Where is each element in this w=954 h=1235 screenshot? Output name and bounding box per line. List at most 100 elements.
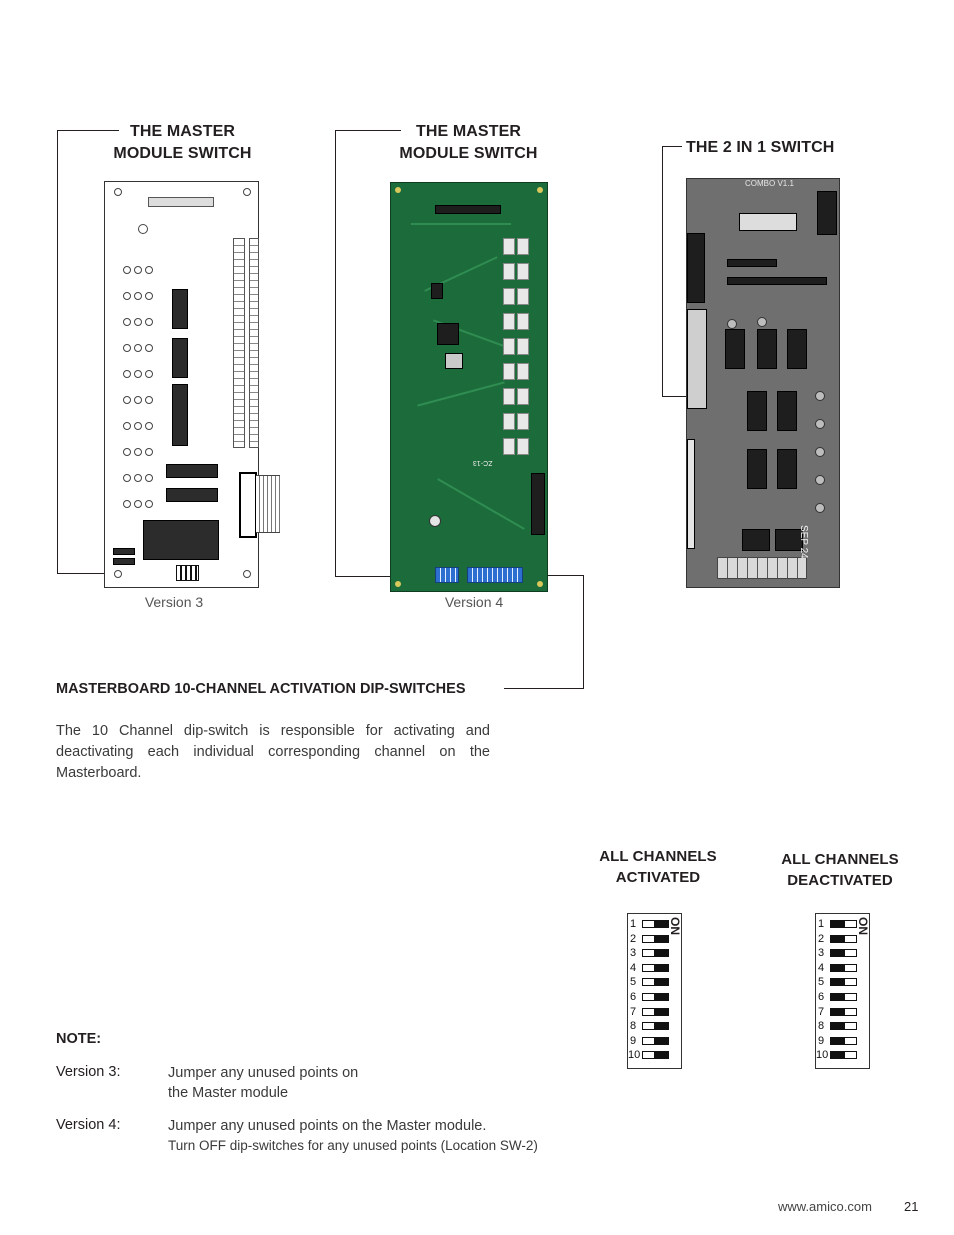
two-in-one-heading: THE 2 IN 1 SWITCH [686, 139, 835, 156]
dip-switch-off [830, 934, 857, 943]
dip-switch-off [830, 978, 857, 987]
dip-switch-sw2 [467, 567, 523, 583]
dip-number: 5 [818, 976, 825, 989]
dip-number: 2 [630, 932, 637, 945]
silkscreen-date: SEP 24 [798, 525, 809, 559]
dip-switch-off [830, 1036, 857, 1045]
dip-switch-off [830, 1051, 857, 1060]
dip-number: 5 [630, 976, 637, 989]
dip-number: 4 [630, 961, 637, 974]
dip-switch-on [642, 920, 669, 928]
dip-knob [654, 979, 668, 986]
silkscreen-combo: COMBO V1.1 [745, 179, 794, 188]
dip-switch-on [642, 1051, 669, 1060]
heading-line: ALL CHANNELS [599, 848, 717, 865]
dip-number: 7 [630, 1005, 637, 1018]
heading-line: THE MASTER [130, 123, 235, 140]
dip-row: 1 [628, 917, 681, 932]
dip-number: 1 [630, 918, 637, 930]
note-line: Jumper any unused points on [168, 1065, 359, 1081]
two-in-one-board-photo: COMBO V1.1 SEP 24 [686, 178, 840, 588]
dip-switch-on [642, 993, 669, 1001]
ribbon-cable [256, 475, 280, 533]
caption-version-3: Version 3 [144, 594, 204, 610]
dip-number: 1 [818, 918, 825, 930]
dip-knob [831, 1023, 845, 1030]
dip-row: 4 [628, 961, 681, 976]
dip-row: 8 [816, 1019, 869, 1034]
dip-switch-on [642, 978, 669, 987]
dip-knob [654, 1052, 668, 1059]
note-line: Jumper any unused points on the Master m… [168, 1118, 487, 1134]
dip-section-title: MASTERBOARD 10-CHANNEL ACTIVATION DIP-SW… [56, 681, 466, 697]
dip-knob [654, 1008, 668, 1015]
heading-line: ACTIVATED [615, 869, 701, 886]
dip-knob [654, 921, 668, 927]
dip-switch-off [830, 949, 857, 958]
dip-knob [654, 994, 668, 1000]
dip-row: 10 [628, 1048, 681, 1063]
dip-number: 6 [630, 991, 637, 1003]
dip-knob [654, 950, 668, 957]
dip-knob [654, 1023, 668, 1030]
dip-knob [831, 979, 845, 986]
dip-row: 6 [628, 990, 681, 1005]
dip-row: 7 [628, 1005, 681, 1020]
dip-row: 2 [816, 932, 869, 947]
dip-number: 7 [818, 1005, 825, 1018]
deactivated-heading: ALL CHANNELS DEACTIVATED [770, 849, 910, 891]
dip-number: 8 [818, 1020, 825, 1033]
dip-switch-on [642, 949, 669, 958]
terminal-block [717, 557, 807, 579]
heading-line: MODULE SWITCH [113, 145, 252, 162]
dip-knob [831, 935, 845, 942]
dip-switch-on [642, 963, 669, 972]
dip-row: 7 [816, 1005, 869, 1020]
dip-switch-off [830, 993, 857, 1001]
dip-switch-on [642, 1007, 669, 1016]
master-v3-heading: THE MASTER MODULE SWITCH [100, 121, 265, 165]
dip-number: 4 [818, 961, 825, 974]
heading-line: DEACTIVATED [787, 872, 893, 889]
dip-switch-off [830, 1022, 857, 1031]
dip-knob [654, 935, 668, 942]
dip-number: 6 [818, 991, 825, 1003]
dip-row: 5 [816, 975, 869, 990]
heading-line: THE MASTER [416, 123, 521, 140]
dip-number: 3 [818, 947, 825, 960]
note-line: the Master module [168, 1085, 289, 1101]
dip-row: 5 [628, 975, 681, 990]
note-label: NOTE: [56, 1031, 102, 1047]
caption-version-4: Version 4 [444, 594, 504, 610]
dip-row: 3 [628, 946, 681, 961]
dip-switch-sw2 [435, 567, 459, 583]
dip-switch-on [642, 1022, 669, 1031]
activated-heading: ALL CHANNELS ACTIVATED [588, 846, 728, 888]
dip-knob [831, 964, 845, 971]
heading-line: MODULE SWITCH [399, 145, 538, 162]
note-v3-text: Jumper any unused points on the Master m… [168, 1063, 358, 1103]
note-v4-text: Jumper any unused points on the Master m… [168, 1116, 538, 1156]
dip-number: 10 [628, 1049, 641, 1062]
dip-number: 8 [630, 1020, 637, 1033]
footer-url: www.amico.com [778, 1199, 872, 1214]
dip-row: 2 [628, 932, 681, 947]
dip-knob [831, 994, 845, 1000]
dip-row: 8 [628, 1019, 681, 1034]
dip-row: 10 [816, 1048, 869, 1063]
dip-row: 6 [816, 990, 869, 1005]
dip-switch-off [830, 963, 857, 972]
dip-knob [831, 1052, 845, 1059]
master-v4-heading: THE MASTER MODULE SWITCH [386, 121, 551, 165]
dip-switch-on [642, 1036, 669, 1045]
dip-number: 9 [630, 1034, 637, 1047]
dip-knob [831, 950, 845, 957]
dip-row: 4 [816, 961, 869, 976]
dip-knob [831, 1008, 845, 1015]
heading-line: ALL CHANNELS [781, 851, 899, 868]
dip-switch-on [642, 934, 669, 943]
dip-knob [654, 964, 668, 971]
note-v3-label: Version 3: [56, 1064, 121, 1080]
